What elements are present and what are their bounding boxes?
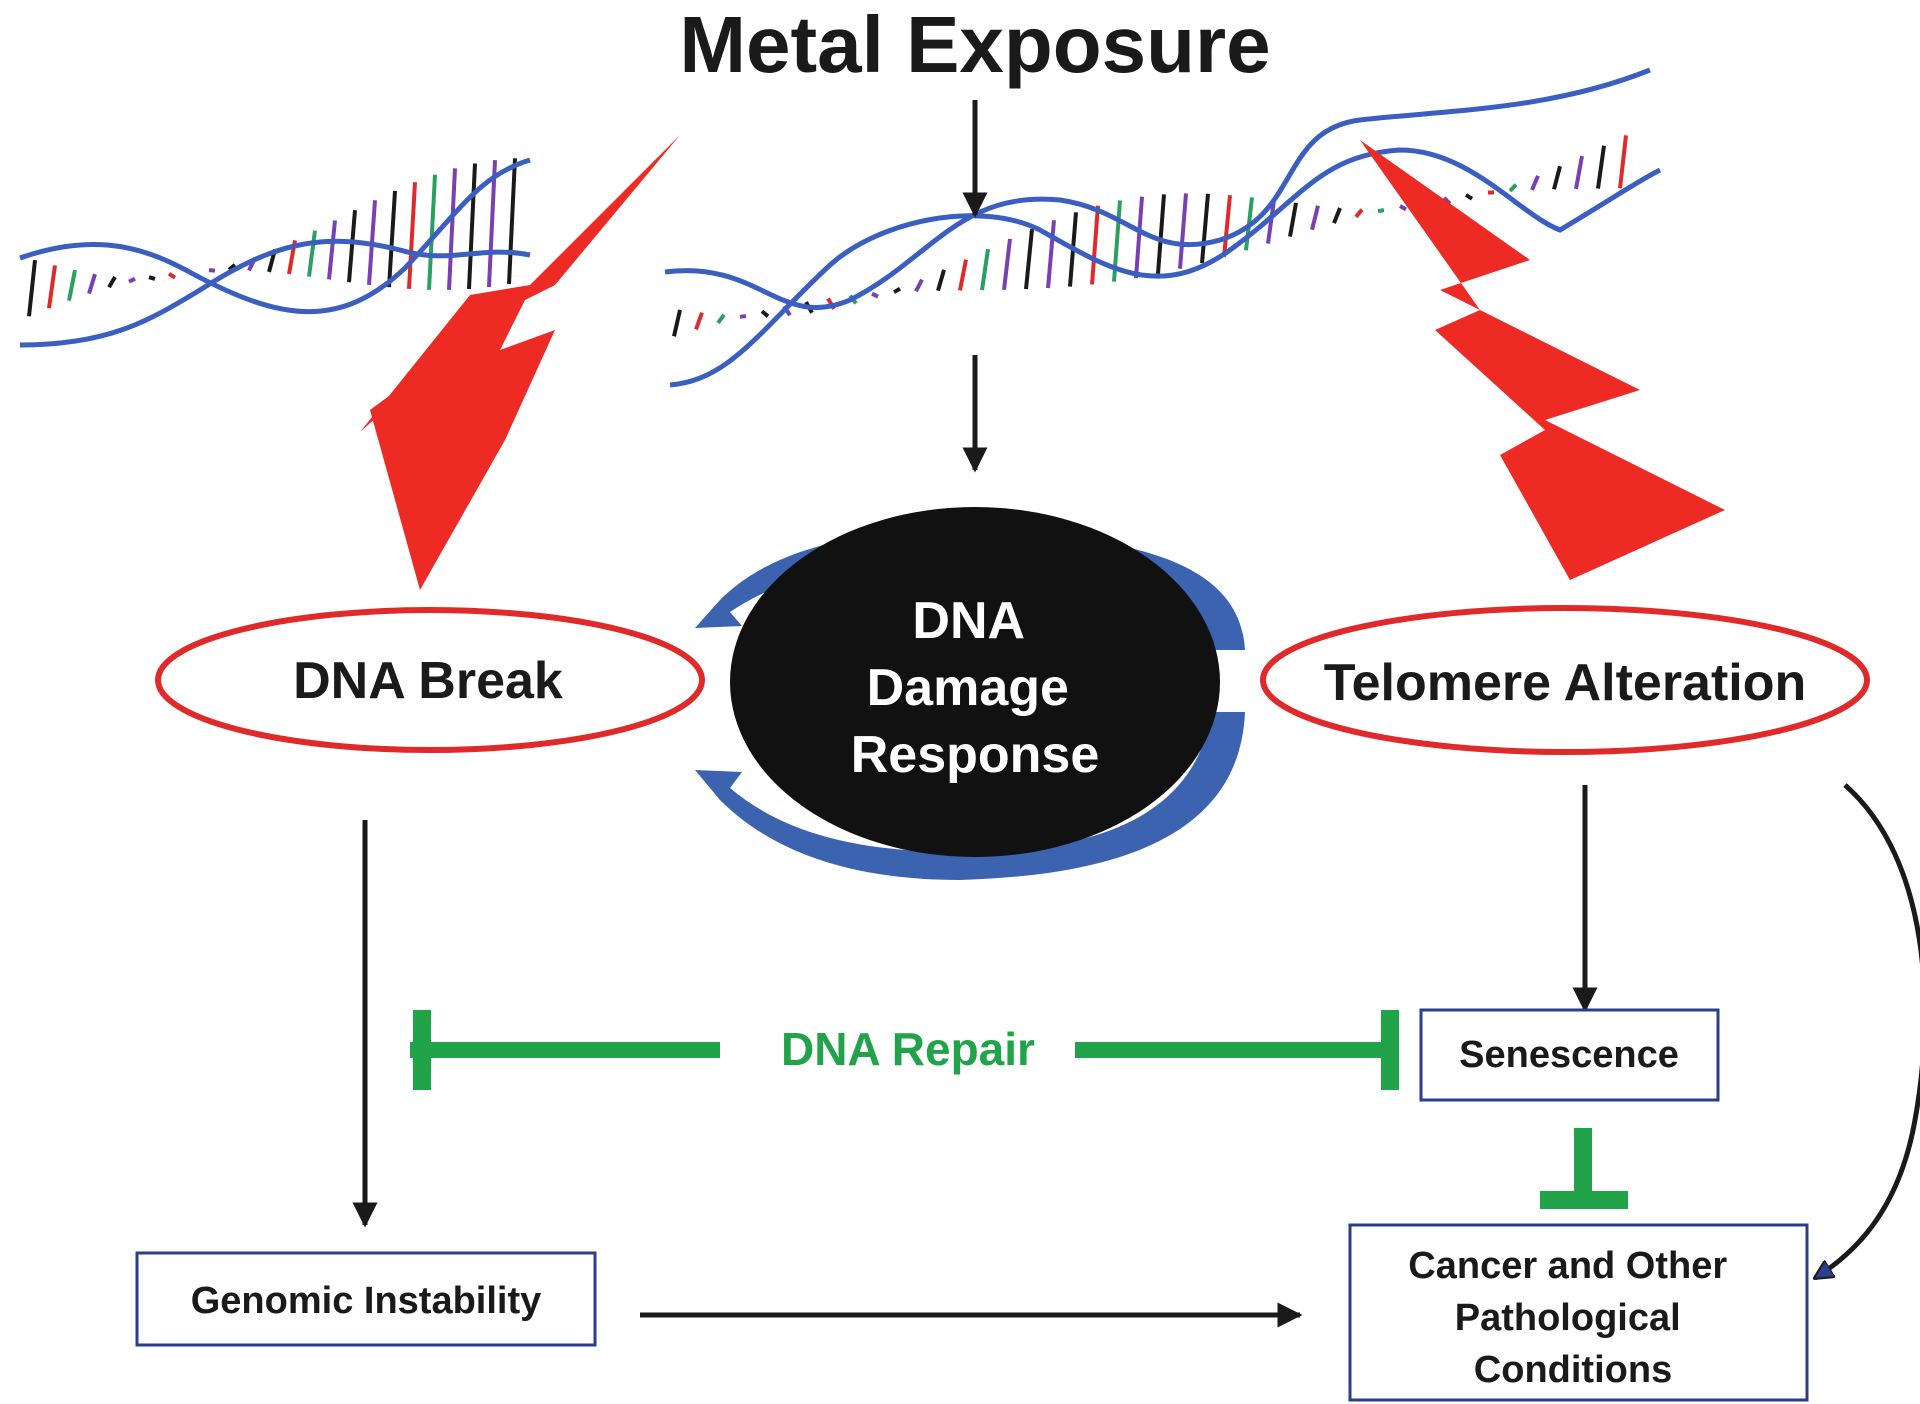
dna-base-pair [307,230,317,277]
dna-base-pair [739,314,747,319]
ddr-label: DNA Damage Response [851,592,1100,784]
dna-base-pair [1288,202,1298,237]
dna-base-pair [1552,165,1562,190]
dna-base-pair [1090,205,1100,285]
dna-base-pair [914,278,924,293]
dna-base-pair [27,259,37,317]
dna-base-pair [208,268,216,273]
senescence-box [1419,1008,1720,1102]
dna-base-pair [672,309,682,337]
lightning-right-icon [1360,140,1725,580]
telomere-node [1260,605,1870,755]
dna-base-pair [716,313,726,325]
dna-base-pair [892,286,902,294]
dna-base-pair [128,276,136,284]
dna-base-pair [1266,199,1276,244]
dna-base-pair [1354,208,1364,219]
dna-base-pair [1530,175,1540,191]
dna-base-pair [1222,194,1232,258]
dna-base-pair [871,291,879,299]
dna-base-pair [447,168,457,291]
cancer-box [1348,1223,1809,1402]
dna-helix-left [19,157,531,348]
cancer-label: Cancer and Other Pathological Conditions [1408,1245,1737,1391]
dna-base-pair [167,272,177,280]
dna-base-pair [87,273,97,295]
dna-repair-inhibitor [410,1010,1399,1090]
dna-break-label: DNA Break [293,652,563,710]
dna-base-pair [1310,205,1320,231]
dna-base-pair [1002,238,1012,290]
dna-rungs-left [27,158,517,317]
dna-base-pair [1596,145,1606,189]
dna-base-pair [1200,193,1210,264]
dna-base-pair [980,248,990,291]
senescence-inhibitor [1540,1128,1628,1209]
dna-base-pair [1508,183,1518,193]
dna-base-pair [1399,204,1407,212]
dna-helix-right [664,67,1662,388]
dna-base-pair [47,265,57,309]
ddr-node [730,507,1220,857]
dna-rungs-right [672,135,1628,337]
dna-base-pair [1618,135,1628,189]
dna-base-pair [1046,220,1056,289]
dna-base-pair [1332,207,1342,224]
dna-base-pair [1464,193,1474,201]
dna-base-pair [1377,208,1385,214]
dna-base-pair [1178,193,1188,269]
title: Metal Exposure [679,0,1270,89]
dna-base-pair [227,263,237,272]
dna-base-pair [387,190,397,288]
arrow-telomere-to-cancer [1815,783,1920,1278]
dna-base-pair [347,210,357,283]
dna-base-pair [107,276,117,289]
dna-break-node [155,607,705,753]
dna-base-pair [1156,194,1166,274]
dna-base-pair [427,174,437,290]
telomere-label: Telomere Alteration [1324,654,1807,712]
dna-base-pair [487,160,497,288]
dna-base-pair [507,158,517,285]
dna-base-pair [1024,228,1034,290]
dna-base-pair [694,311,704,331]
dna-base-pair [958,259,968,291]
dna-base-pair [936,269,946,292]
dna-base-pair [148,275,156,281]
lightning-left-icon [360,135,680,590]
dna-base-pair [327,220,337,280]
dna-base-pair [1134,196,1144,279]
dna-base-pair [1574,155,1584,190]
dna-base-pair [1442,196,1452,206]
senescence-label: Senescence [1459,1034,1679,1076]
dna-base-pair [760,309,770,318]
dna-repair-label: DNA Repair [781,1023,1035,1075]
genomic-instability-label: Genomic Instability [191,1280,542,1322]
dna-base-pair [467,163,477,290]
genomic-instability-box [135,1251,597,1347]
dna-base-pair [407,182,417,289]
dna-base-pair [67,269,77,302]
